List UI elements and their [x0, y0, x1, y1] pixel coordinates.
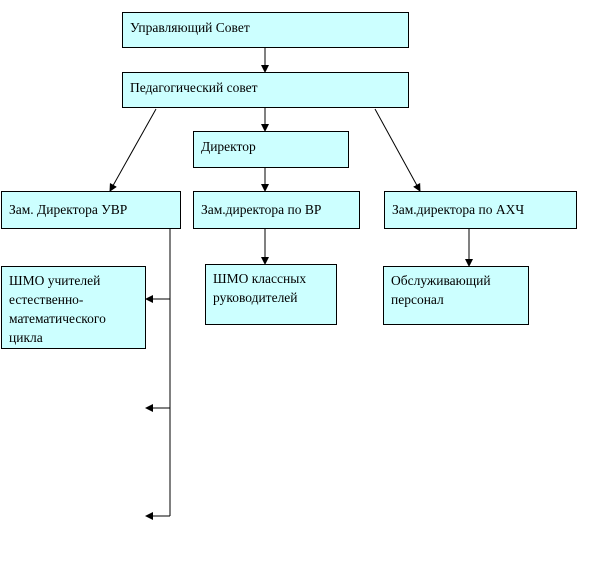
box-deputy-ahch: Зам.директора по АХЧ	[384, 191, 577, 229]
box-pedagogical-council: Педагогический совет	[122, 72, 409, 108]
box-service-staff: Обслуживающий персонал	[383, 266, 529, 325]
arrow-pedagogical-to-ahch	[374, 108, 421, 192]
box-shmo-teachers: ШМО учителей естественно- математическог…	[1, 266, 146, 349]
box-shmo-class-teachers: ШМО классных руководителей	[205, 264, 337, 325]
box-deputy-vr: Зам.директора по ВР	[193, 191, 360, 229]
arrow-pedagogical-to-uvr	[109, 108, 157, 192]
box-governing-council: Управляющий Совет	[122, 12, 409, 48]
box-director: Директор	[193, 131, 349, 168]
box-deputy-uvr: Зам. Директора УВР	[1, 191, 181, 229]
